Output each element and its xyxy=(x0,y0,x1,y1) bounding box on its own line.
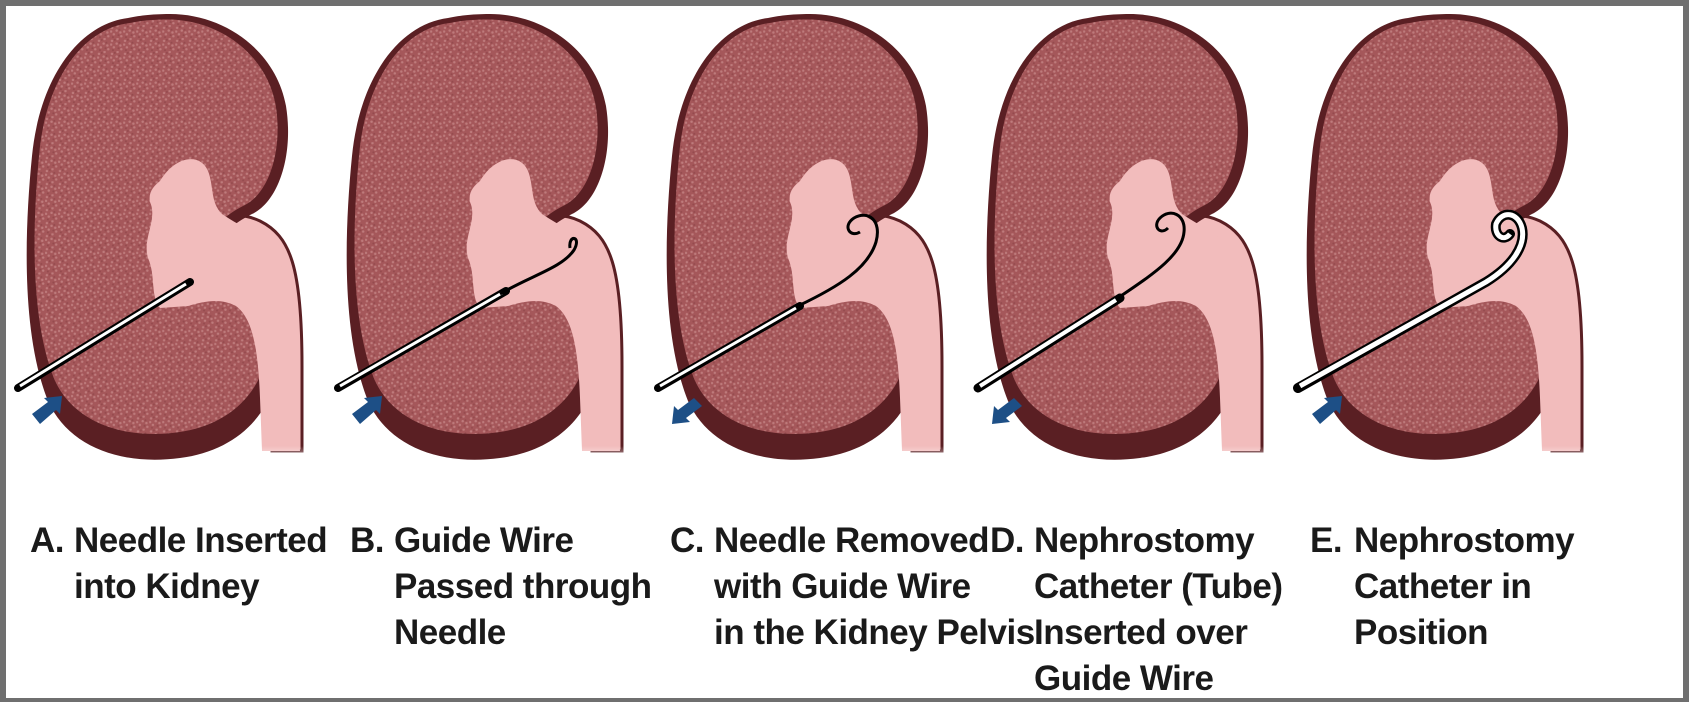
kidney-illustration xyxy=(970,6,1300,476)
caption-line: Needle xyxy=(394,610,651,656)
panel-letter: D. xyxy=(990,518,1024,564)
figure-frame: A.Needle Insertedinto KidneyB.Guide Wire… xyxy=(6,6,1683,698)
kidney-illustration xyxy=(330,6,660,476)
caption-line: Guide Wire xyxy=(394,518,651,564)
caption-line: Nephrostomy xyxy=(1354,518,1574,564)
caption-line: Nephrostomy xyxy=(1034,518,1283,564)
panel-letter: C. xyxy=(670,518,704,564)
caption-line: Guide Wire xyxy=(1034,656,1283,702)
direction-arrow-icon xyxy=(352,396,382,424)
caption-line: Position xyxy=(1354,610,1574,656)
kidney-illustration xyxy=(10,6,340,476)
panel-b: B.Guide WirePassed throughNeedle xyxy=(330,6,666,698)
caption-line: Needle Inserted xyxy=(74,518,327,564)
panel-e: E. NephrostomyCatheter inPosition xyxy=(1290,6,1626,698)
panel-letter: E. xyxy=(1310,518,1342,564)
panel-a: A.Needle Insertedinto Kidney xyxy=(10,6,346,698)
caption-line: Catheter (Tube) xyxy=(1034,564,1283,610)
panel-d: D.NephrostomyCatheter (Tube)Inserted ove… xyxy=(970,6,1306,698)
caption-line: Inserted over xyxy=(1034,610,1283,656)
caption-line: into Kidney xyxy=(74,564,327,610)
caption-line: Catheter in xyxy=(1354,564,1574,610)
panel-letter: B. xyxy=(350,518,384,564)
panel-c: C.Needle Removedwith Guide Wirein the Ki… xyxy=(650,6,986,698)
panel-letter: A. xyxy=(30,518,64,564)
caption-line: Passed through xyxy=(394,564,651,610)
kidney-illustration xyxy=(1290,6,1620,476)
kidney-illustration xyxy=(650,6,980,476)
direction-arrow-icon xyxy=(32,396,62,424)
direction-arrow-icon xyxy=(1312,396,1342,424)
